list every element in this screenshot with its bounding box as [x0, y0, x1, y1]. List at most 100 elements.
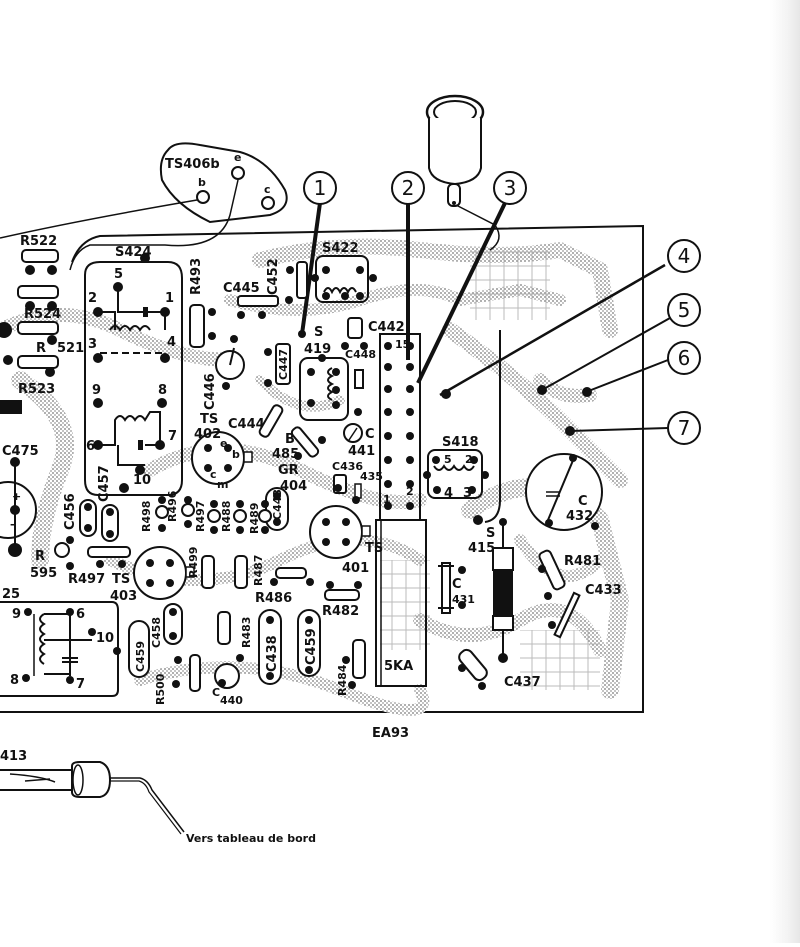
svg-text:C433: C433: [585, 583, 622, 598]
capacitor-c431: C 431: [438, 562, 475, 614]
capacitor-c458: C458: [150, 603, 183, 648]
transistor-ts406b-outline: TS406b b e c: [0, 142, 288, 271]
pin-b-label: b: [198, 176, 206, 189]
transistor-ts402: TS 402 e b c m: [191, 412, 253, 491]
capacitor-c438: C438: [258, 609, 282, 685]
svg-text:4: 4: [678, 244, 691, 268]
pin-b: [196, 190, 210, 204]
svg-text:R498: R498: [140, 501, 153, 532]
resistor-r483: R483: [217, 611, 253, 662]
svg-text:+: +: [12, 490, 21, 503]
svg-text:9: 9: [92, 383, 101, 398]
pin-c: [261, 196, 275, 210]
svg-text:TS: TS: [112, 572, 130, 587]
svg-text:R: R: [35, 549, 45, 564]
svg-text:R496: R496: [166, 490, 179, 522]
svg-text:C452: C452: [266, 258, 281, 295]
capacitor-c448: C448: [341, 317, 376, 389]
svg-text:m: m: [217, 478, 228, 491]
capacitor-c432: C 432: [525, 453, 603, 531]
svg-text:C447: C447: [277, 349, 290, 380]
svg-text:6: 6: [76, 607, 85, 622]
svg-text:R483: R483: [240, 617, 253, 648]
capacitor-c452: C452: [266, 258, 308, 304]
callout-7: 7: [667, 411, 701, 445]
svg-text:C456: C456: [63, 493, 78, 530]
svg-text:C446: C446: [203, 373, 218, 410]
svg-text:R: R: [36, 341, 46, 356]
svg-text:7: 7: [168, 429, 177, 444]
svg-text:GR: GR: [278, 463, 299, 478]
module-s422: S422: [311, 241, 377, 303]
svg-text:595: 595: [30, 566, 57, 581]
svg-text:4: 4: [167, 335, 176, 350]
capacitor-c440: C 440: [212, 663, 243, 707]
svg-text:431: 431: [452, 593, 475, 606]
svg-text:6: 6: [678, 346, 691, 370]
svg-text:S418: S418: [442, 435, 479, 450]
svg-text:S: S: [314, 325, 323, 340]
resistor-r522: [21, 249, 59, 263]
svg-text:e: e: [220, 437, 227, 450]
resistor-r521: [17, 355, 59, 369]
svg-text:C475: C475: [2, 444, 39, 459]
svg-text:403: 403: [110, 589, 137, 604]
lamp-holder: [425, 94, 500, 251]
svg-text:4: 4: [444, 486, 453, 501]
callout-leaders: [300, 202, 671, 432]
svg-text:441: 441: [348, 444, 375, 459]
svg-text:S: S: [486, 526, 495, 541]
svg-text:2: 2: [402, 176, 415, 200]
resistor-r487: R487: [234, 555, 265, 589]
svg-text:419: 419: [304, 342, 331, 357]
capacitor-c445: C445: [223, 281, 279, 319]
transistor-ts403: TS 403: [110, 546, 195, 604]
diode-gr404: GR 404: [278, 426, 320, 494]
resistor-r500: R500: [154, 654, 201, 705]
svg-text:C436: C436: [332, 460, 363, 473]
capacitor-c443: C443: [265, 487, 289, 531]
svg-text:C442: C442: [368, 320, 405, 335]
callout-4: 4: [667, 239, 701, 273]
capacitor-c475: C475 + -: [0, 444, 39, 557]
svg-text:3: 3: [88, 337, 97, 352]
resistor-r497: R497: [68, 546, 131, 587]
svg-text:b: b: [232, 448, 240, 461]
transistor-ts401: TS 401: [309, 505, 383, 576]
resistor-r482: R482: [322, 581, 362, 619]
svg-text:C459: C459: [134, 641, 147, 672]
svg-text:C: C: [365, 427, 375, 442]
svg-text:TS: TS: [200, 412, 218, 427]
capacitor-c441: C 441: [343, 423, 375, 459]
resistor-bank-left: R522 R524 R 521 R523: [0, 234, 84, 414]
module-s425: 25 6 10 8 7 9: [0, 587, 121, 697]
svg-text:435: 435: [360, 470, 383, 483]
svg-text:401: 401: [342, 561, 369, 576]
component-b485: B 485: [258, 404, 299, 462]
svg-text:9: 9: [12, 607, 21, 622]
svg-text:R487: R487: [252, 555, 265, 586]
svg-text:8: 8: [10, 673, 19, 688]
svg-text:7: 7: [678, 416, 691, 440]
svg-text:R493: R493: [189, 258, 204, 295]
module-s418: S418 5 2 4 3: [423, 330, 501, 523]
module-s419: S 419: [299, 325, 349, 421]
svg-text:1: 1: [383, 493, 391, 506]
svg-text:415: 415: [468, 541, 495, 556]
svg-text:2: 2: [465, 453, 473, 466]
svg-text:2: 2: [88, 291, 97, 306]
svg-text:404: 404: [280, 479, 307, 494]
resistor-row: R498 R496 R497 R488 R489: [140, 490, 272, 534]
svg-text:R497: R497: [68, 572, 105, 587]
connector-c442: C442 15 1 2: [368, 320, 421, 521]
svg-text:R497: R497: [194, 501, 207, 532]
resistor-r499: R499: [187, 547, 215, 589]
svg-text:7: 7: [76, 677, 85, 692]
svg-text:C458: C458: [150, 617, 163, 648]
capacitor-c459b: C459: [297, 609, 321, 677]
module-s424: S424 5 2 1 3 4 9 8 6 7 10: [84, 245, 183, 496]
svg-text:5KA: 5KA: [384, 659, 413, 674]
pin-e: [231, 166, 245, 180]
svg-text:2: 2: [406, 485, 414, 498]
capacitor-c433: C433: [548, 583, 622, 639]
